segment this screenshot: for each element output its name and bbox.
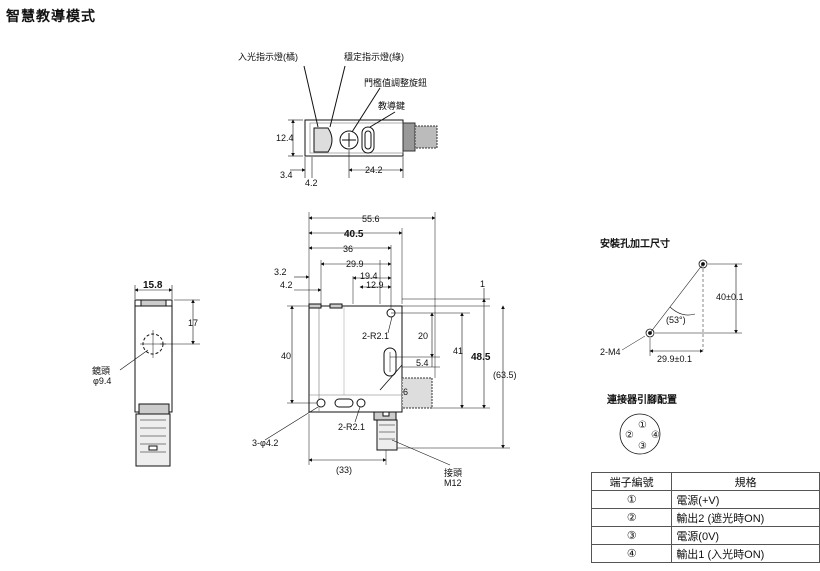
connector-pinout	[619, 413, 661, 455]
spec-cell: 輸出1 (入光時ON)	[671, 544, 820, 563]
dim-24-2: 24.2	[365, 165, 383, 175]
page-title: 智慧教導模式	[6, 8, 96, 24]
callout-teach-button: 教導鍵	[378, 100, 405, 111]
dim-2-m4: 2-M4	[600, 347, 621, 357]
pin-cell: ④	[590, 544, 673, 563]
dim-48-5: 48.5	[471, 352, 491, 363]
table-header-row: 端子編號 規格	[590, 472, 820, 491]
dim-29-9: 29.9	[346, 259, 364, 269]
pin-1-label: ①	[638, 420, 647, 431]
dim-12-4: 12.4	[276, 133, 294, 143]
dim-33: (33)	[336, 465, 352, 475]
pin-3-label: ③	[638, 441, 647, 452]
dim-29-9-tol: 29.9±0.1	[657, 354, 692, 364]
spec-cell: 電源(0V)	[671, 526, 820, 545]
mount-hole-left	[316, 398, 326, 408]
dim-40-tol: 40±0.1	[716, 292, 743, 302]
callout-threshold-knob: 門檻值調整旋鈕	[364, 77, 427, 88]
dim-1: 1	[480, 279, 485, 289]
dim-6: 6	[403, 387, 408, 397]
pin-spec-table: 端子編號 規格 ① 電源(+V) ② 輸出2 (遮光時ON) ③ 電源(0V) …	[590, 472, 820, 563]
side-view	[119, 285, 200, 467]
table-row: ③ 電源(0V)	[590, 526, 820, 545]
connector-label: 接頭	[444, 467, 462, 478]
connector-size: M12	[444, 478, 462, 488]
dim-17: 17	[188, 318, 198, 328]
mount-hole-right	[356, 398, 366, 408]
dim-40-5: 40.5	[344, 229, 364, 240]
dim-63-5: (63.5)	[493, 370, 517, 380]
dim-15-8: 15.8	[143, 280, 163, 291]
dim-53-deg: (53°)	[666, 315, 686, 325]
spec-cell: 輸出2 (遮光時ON)	[671, 508, 820, 527]
dim-3-2: 3.2	[274, 267, 287, 277]
front-view	[264, 212, 510, 466]
lens-diameter: φ9.4	[93, 376, 111, 386]
header-spec: 規格	[671, 472, 820, 491]
dim-20: 20	[418, 331, 428, 341]
callout-entry-indicator: 入光指示燈(橘)	[238, 51, 298, 62]
dim-55-6: 55.6	[362, 214, 380, 224]
mounting-title: 安裝孔加工尺寸	[600, 237, 670, 250]
dim-5-4: 5.4	[416, 358, 429, 368]
pin-2-label: ②	[625, 430, 634, 441]
pin-cell: ②	[590, 508, 673, 527]
header-pin-number: 端子編號	[590, 472, 673, 491]
dim-12-9: 12.9	[366, 280, 384, 290]
dim-36: 36	[343, 244, 353, 254]
dim-4-2-front: 4.2	[280, 280, 293, 290]
table-row: ② 輸出2 (遮光時ON)	[590, 508, 820, 527]
dim-40-front: 40	[281, 351, 291, 361]
dim-3-phi-4-2: 3-φ4.2	[252, 438, 278, 448]
pin-cell: ①	[590, 490, 673, 509]
dim-r2-1-bottom: 2-R2.1	[338, 422, 365, 432]
mounting-diagram	[621, 259, 742, 356]
table-row: ① 電源(+V)	[590, 490, 820, 509]
pin-4-label: ④	[651, 430, 660, 441]
dim-41: 41	[453, 346, 463, 356]
dim-r2-1-top: 2-R2.1	[362, 331, 389, 341]
table-row: ④ 輸出1 (入光時ON)	[590, 544, 820, 563]
dim-19-4: 19.4	[360, 271, 378, 281]
top-view	[288, 65, 438, 178]
lens-label: 鏡頭	[92, 365, 110, 376]
dim-3-4: 3.4	[280, 170, 293, 180]
spec-cell: 電源(+V)	[671, 490, 820, 509]
pin-cell: ③	[590, 526, 673, 545]
connector-title: 連接器引腳配置	[607, 393, 677, 406]
callout-stability-indicator: 穩定指示燈(綠)	[344, 51, 404, 62]
dim-4-2: 4.2	[305, 178, 318, 188]
